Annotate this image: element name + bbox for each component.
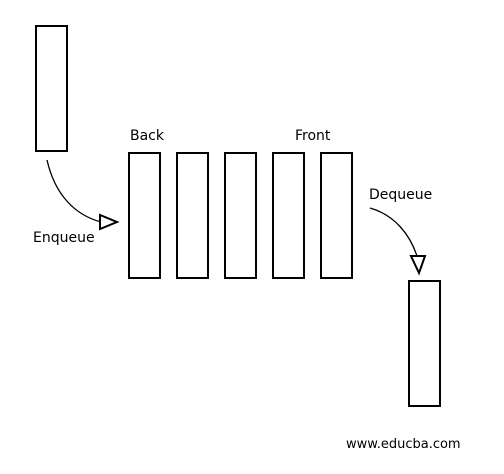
front-label: Front [295, 128, 331, 144]
enqueue-arrow [46, 159, 120, 231]
dequeue-label: Dequeue [369, 187, 433, 203]
enqueue-arrow-head [99, 213, 120, 231]
dequeue-arrow-head [409, 255, 427, 276]
dequeue-arrow-curve [369, 207, 418, 257]
watermark-text: www.educba.com [346, 437, 461, 452]
back-label: Back [130, 128, 164, 144]
queue-slot-2 [176, 152, 209, 279]
enqueue-label: Enqueue [33, 230, 95, 246]
incoming-element-box [35, 25, 68, 152]
queue-slot-front [320, 152, 353, 279]
queue-slot-4 [272, 152, 305, 279]
enqueue-arrow-curve [46, 159, 102, 223]
queue-slot-3 [224, 152, 257, 279]
dequeued-element-box [408, 280, 441, 407]
queue-slot-back [128, 152, 161, 279]
dequeue-arrow [369, 207, 427, 276]
